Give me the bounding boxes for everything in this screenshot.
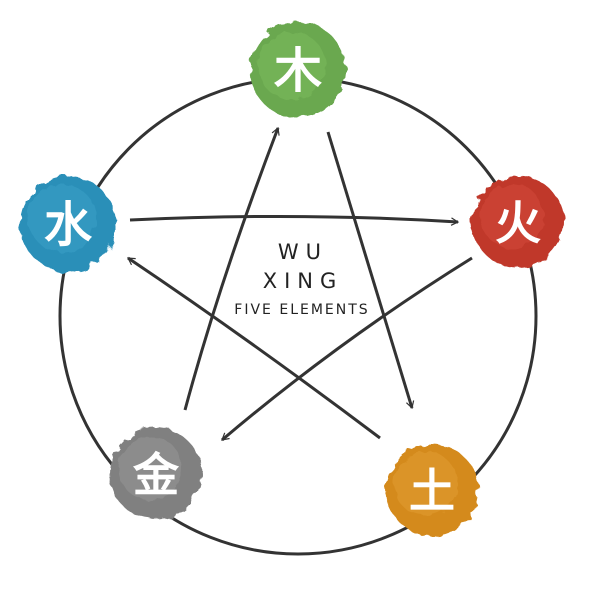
earth-glyph: 土 [409, 464, 455, 518]
metal-disc-shade [118, 436, 182, 500]
element-wood: 木 [250, 22, 346, 118]
title-line2: XING [263, 269, 344, 293]
element-water: 水 [20, 176, 116, 272]
wood-glyph: 木 [274, 43, 322, 99]
element-fire: 火 [472, 176, 564, 268]
arrow-fire-to-metal [221, 256, 473, 442]
fire-glyph: 火 [495, 196, 541, 250]
wood-disc-shade [258, 32, 326, 100]
water-disc-shade [28, 184, 96, 252]
arrow-water-to-fire [129, 214, 460, 226]
arrow-metal-to-wood [183, 126, 280, 411]
metal-glyph: 金 [132, 448, 180, 502]
title-line1: WU [278, 240, 328, 264]
arrow-earth-to-water [126, 256, 381, 440]
title-subtitle: FIVE ELEMENTS [234, 302, 369, 318]
arrow-wood-to-earth [326, 131, 415, 410]
water-glyph: 水 [44, 197, 93, 253]
element-earth: 土 [386, 444, 478, 536]
control-arrows [126, 126, 473, 442]
earth-disc-shade [394, 452, 458, 516]
fire-disc-shade [480, 184, 544, 248]
element-metal: 金 [110, 428, 202, 520]
